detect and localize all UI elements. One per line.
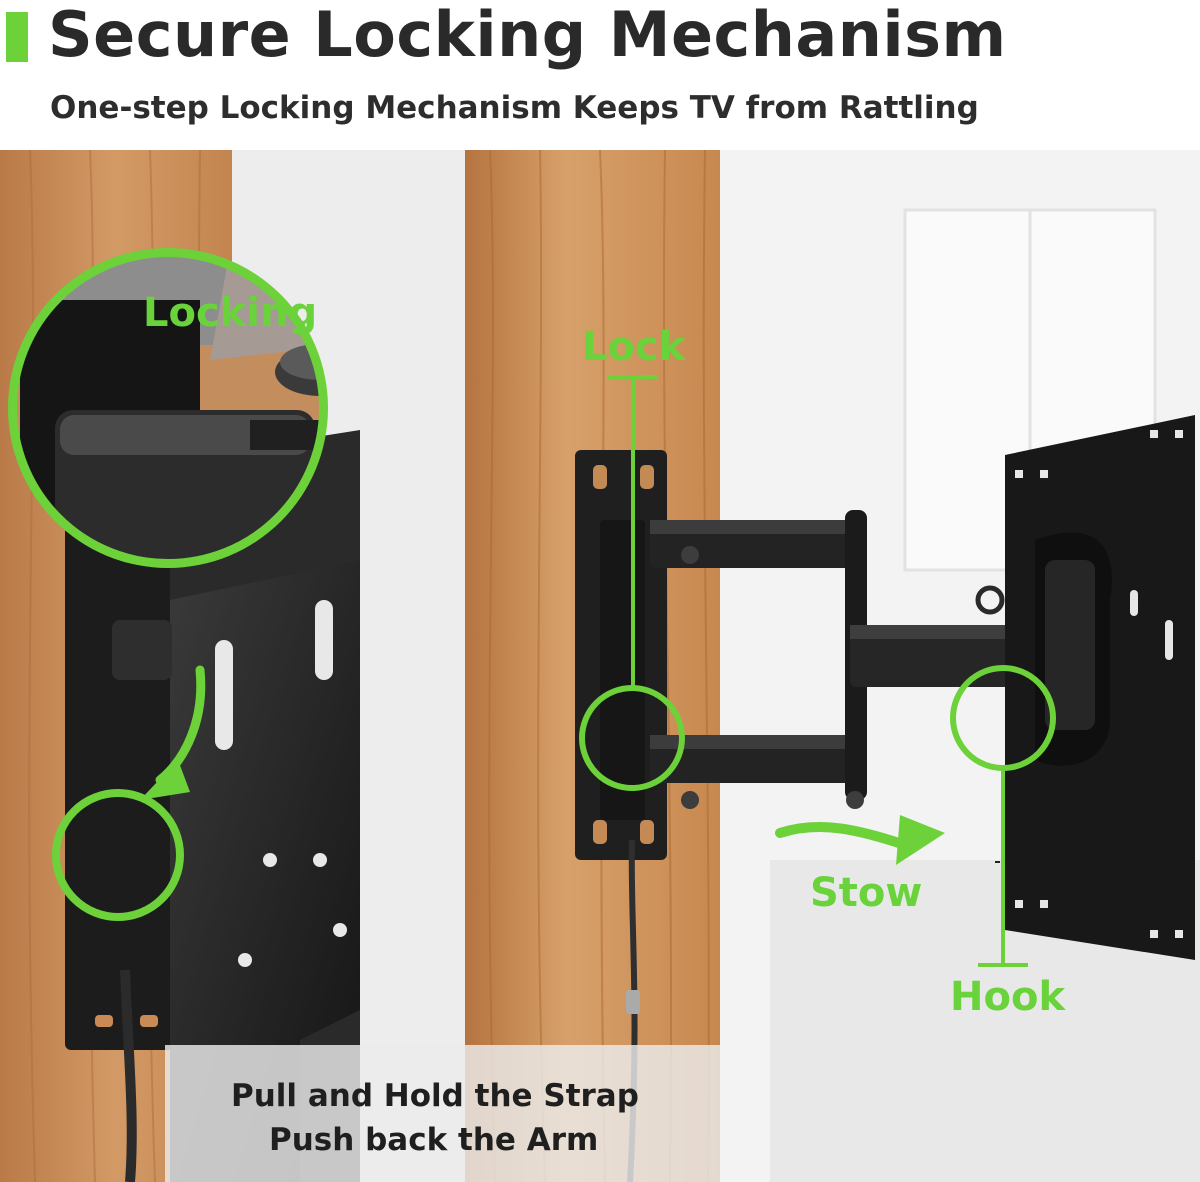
- hook-point-circle: [950, 665, 1056, 771]
- caption-line-1: Pull and Hold the Strap: [231, 1078, 639, 1114]
- label-lock: Lock: [582, 324, 686, 370]
- middle-arm: [850, 625, 1010, 687]
- label-stow: Stow: [810, 870, 923, 916]
- page-subtitle: One-step Locking Mechanism Keeps TV from…: [50, 90, 979, 126]
- zoom-circle: [9, 249, 327, 567]
- page-title: Secure Locking Mechanism: [48, 0, 1007, 71]
- label-hook: Hook: [950, 974, 1066, 1020]
- lock-point-circle-right: [579, 685, 685, 791]
- label-locking: Locking: [143, 290, 318, 336]
- mount-illustration: [0, 150, 1200, 1182]
- caption-line-2: Push back the Arm: [269, 1122, 599, 1158]
- accent-bar: [6, 12, 28, 62]
- stow-arrow-icon: [775, 822, 910, 850]
- lock-point-circle-left: [52, 789, 184, 921]
- caption-box: Pull and Hold the Strap Push back the Ar…: [165, 1045, 720, 1182]
- header: Secure Locking Mechanism One-step Lockin…: [0, 0, 1200, 150]
- product-photo: Locking Lock Stow Hook: [0, 150, 1200, 1182]
